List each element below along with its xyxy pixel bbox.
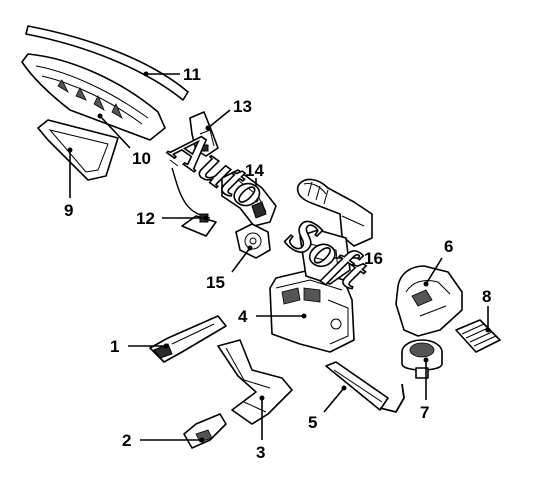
callout-14: 14 xyxy=(245,161,264,180)
callout-12: 12 xyxy=(136,209,155,228)
part-8-filter xyxy=(455,319,501,353)
callout-labels: 11 10 9 13 14 12 15 16 6 8 4 7 5 1 3 2 xyxy=(64,65,491,462)
part-14-duct-piece xyxy=(221,169,277,227)
part-7-blower-motor xyxy=(401,339,443,379)
part-1-flat-duct xyxy=(149,315,227,363)
part-16-duct-hose xyxy=(296,178,373,247)
part-15-actuator-motor xyxy=(235,223,271,259)
callout-1: 1 xyxy=(110,337,119,356)
part-13-elbow-connector xyxy=(189,111,219,157)
callout-8: 8 xyxy=(482,287,491,306)
part-4-heater-housing xyxy=(269,229,355,353)
leader-lines xyxy=(67,71,491,443)
callout-2: 2 xyxy=(122,431,131,450)
callout-11: 11 xyxy=(183,65,201,84)
callout-13: 13 xyxy=(233,97,252,116)
part-6-blower-case xyxy=(395,265,463,337)
callout-3: 3 xyxy=(256,443,265,462)
callout-4: 4 xyxy=(238,307,248,326)
part-10-vent-duct xyxy=(21,53,166,141)
callout-16: 16 xyxy=(364,249,383,268)
part-5-flap-lever xyxy=(325,361,405,414)
callout-7: 7 xyxy=(420,403,429,422)
part-3-floor-duct xyxy=(217,339,293,425)
callout-5: 5 xyxy=(308,413,317,432)
part-12-actuator-cable xyxy=(169,159,217,237)
callout-15: 15 xyxy=(206,273,225,292)
callout-9: 9 xyxy=(64,201,73,220)
callout-10: 10 xyxy=(132,149,151,168)
part-11-seal-strip xyxy=(25,25,189,101)
callout-6: 6 xyxy=(444,237,453,256)
part-9-vent-outlet xyxy=(37,119,119,181)
part-2-small-duct xyxy=(183,413,227,449)
